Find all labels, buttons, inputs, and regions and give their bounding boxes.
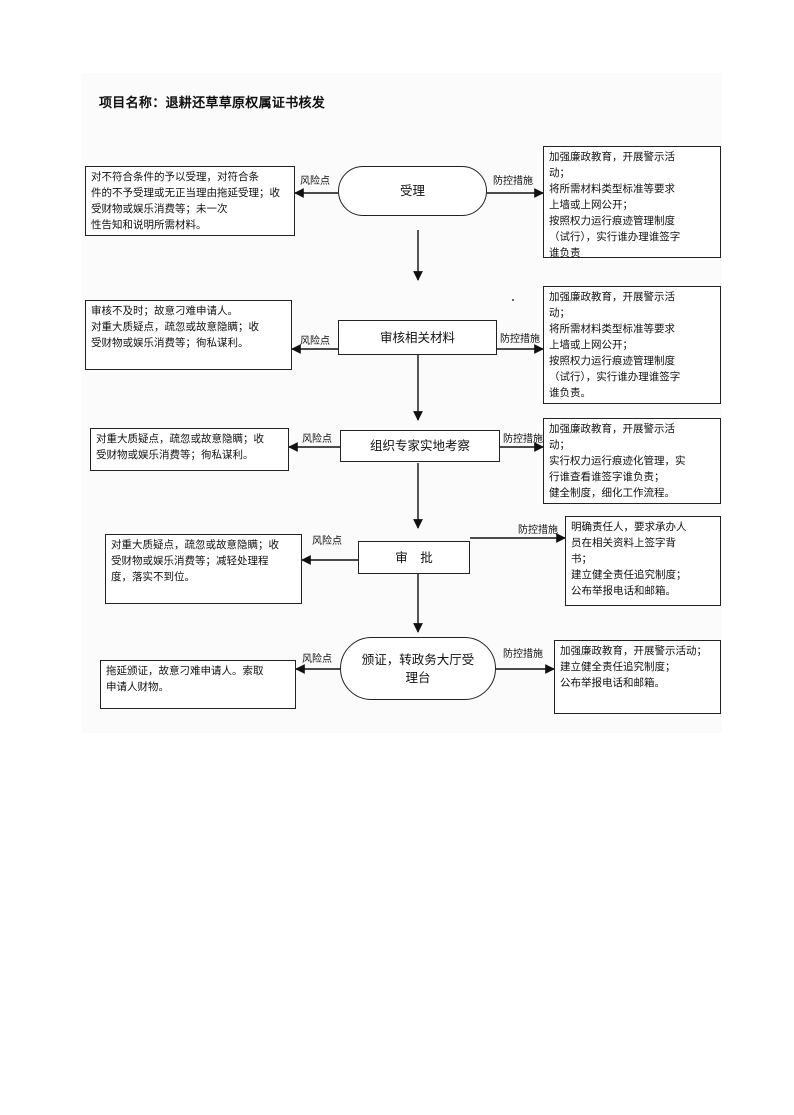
process-node-approval: 审 批 xyxy=(358,541,470,574)
risk-text-line: 受财物或娱乐消费等；徇私谋利。 xyxy=(91,337,249,349)
control-box: 加强廉政教育，开展警示活 动； 将所需材料类型标准等要求 上墙或上网公开； 按照… xyxy=(543,286,721,404)
risk-text-line: 对重大质疑点，疏忽或故意隐瞒；收 xyxy=(96,433,264,445)
control-box: 加强廉政教育，开展警示活 动； 实行权力运行痕迹化管理，实 行谁查看谁签字谁负责… xyxy=(543,418,721,504)
control-text-line: 健全制度，细化工作流程。 xyxy=(549,487,675,499)
risk-text-line: 件的不予受理或无正当理由拖延受理；收受财物或娱乐消费等；未一次 xyxy=(91,187,280,215)
control-text-line: 实行权力运行痕迹化管理，实 xyxy=(549,455,686,467)
control-text-line: 按照权力运行痕迹管理制度 xyxy=(549,355,675,367)
risk-text-line: 对重大质疑点，疏忽或故意隐瞒；收 xyxy=(111,539,279,551)
risk-text-line: 度，落实不到位。 xyxy=(111,571,195,583)
risk-box: 对重大质疑点，疏忽或故意隐瞒；收 受财物或娱乐消费等；徇私谋利。 xyxy=(90,428,289,471)
risk-text-line: 审核不及时；故意刁难申请人。 xyxy=(91,305,238,317)
risk-text-line: 对不符合条件的予以受理，对符合条 xyxy=(91,171,259,183)
control-text-line: 行谁查看谁签字谁负责； xyxy=(549,471,665,483)
process-node-accept: 受理 xyxy=(338,166,487,216)
risk-text-line: 受财物或娱乐消费等；徇私谋利。 xyxy=(96,449,254,461)
control-label: 防控措施 xyxy=(503,434,543,445)
control-text-line: 加强廉政教育，开展警示活动； xyxy=(560,645,707,657)
risk-box: 审核不及时；故意刁难申请人。 对重大质疑点，疏忽或故意隐瞒；收 受财物或娱乐消费… xyxy=(85,300,292,370)
control-text-line: 加强廉政教育，开展警示活 xyxy=(549,423,675,435)
control-box: 加强廉政教育，开展警示活动； 建立健全责任追究制度； 公布举报电话和邮箱。 xyxy=(554,640,721,714)
control-text-line: 动； xyxy=(549,439,570,451)
control-text-line: 书； xyxy=(571,553,592,565)
control-text-line: 上墙或上网公开； xyxy=(549,199,633,211)
risk-text-line: 性告知和说明所需材料。 xyxy=(91,219,207,231)
control-text-line: 建立健全责任追究制度； xyxy=(571,569,687,581)
control-text-line: 将所需材料类型标准等要求 xyxy=(549,323,675,335)
control-text-line: 加强廉政教育，开展警示活 xyxy=(549,291,675,303)
risk-box: 对重大质疑点，疏忽或故意隐瞒；收 受财物或娱乐消费等；减轻处理程 度，落实不到位… xyxy=(105,534,302,604)
risk-text-line: 申请人财物。 xyxy=(106,681,169,693)
risk-label: 风险点 xyxy=(312,536,342,547)
risk-label: 风险点 xyxy=(300,176,330,187)
risk-text-line: 拖延颁证，故意刁难申请人。索取 xyxy=(106,665,264,677)
risk-text-line: 受财物或娱乐消费等；减轻处理程 xyxy=(111,555,269,567)
control-box: 加强廉政教育，开展警示活 动； 将所需材料类型标准等要求 上墙或上网公开； 按照… xyxy=(543,146,721,258)
control-label: 防控措施 xyxy=(518,525,558,536)
control-text-line: （试行），实行谁办理谁签字 xyxy=(549,231,681,243)
control-text-line: 动； xyxy=(549,167,570,179)
control-text-line: 员在相关资料上签字背 xyxy=(571,537,676,549)
control-text-line: 谁负责。 xyxy=(549,387,591,399)
control-label: 防控措施 xyxy=(500,334,540,345)
control-text-line: 动； xyxy=(549,307,570,319)
control-text-line: 建立健全责任追究制度； xyxy=(560,661,676,673)
control-text-line: 按照权力运行痕迹管理制度 xyxy=(549,215,675,227)
control-text-line: 公布举报电话和邮箱。 xyxy=(571,585,676,597)
risk-label: 风险点 xyxy=(300,336,330,347)
process-node-review-materials: 审核相关材料 xyxy=(338,320,497,355)
risk-box: 拖延颁证，故意刁难申请人。索取 申请人财物。 xyxy=(100,660,296,709)
control-text-line: 谁负责 xyxy=(549,247,581,258)
control-text-line: 公布举报电话和邮箱。 xyxy=(560,677,665,689)
risk-label: 风险点 xyxy=(302,654,332,665)
process-node-issue-certificate: 颁证，转政务大厅受理台 xyxy=(340,637,496,700)
risk-label: 风险点 xyxy=(302,434,332,445)
control-text-line: 加强廉政教育，开展警示活 xyxy=(549,151,675,163)
risk-box: 对不符合条件的予以受理，对符合条 件的不予受理或无正当理由拖延受理；收受财物或娱… xyxy=(85,166,295,236)
page-title: 项目名称：退耕还草草原权属证书核发 xyxy=(99,96,326,111)
process-node-field-inspection: 组织专家实地考察 xyxy=(340,430,500,462)
control-text-line: 将所需材料类型标准等要求 xyxy=(549,183,675,195)
control-box: 明确责任人，要求承办人 员在相关资料上签字背 书； 建立健全责任追究制度； 公布… xyxy=(565,516,721,606)
control-label: 防控措施 xyxy=(493,176,533,187)
control-text-line: 上墙或上网公开； xyxy=(549,339,633,351)
control-text-line: 明确责任人，要求承办人 xyxy=(571,521,687,533)
scan-speck xyxy=(512,299,514,301)
risk-text-line: 对重大质疑点，疏忽或故意隐瞒；收 xyxy=(91,321,259,333)
control-label: 防控措施 xyxy=(503,649,543,660)
control-text-line: （试行），实行谁办理谁签字 xyxy=(549,371,681,383)
